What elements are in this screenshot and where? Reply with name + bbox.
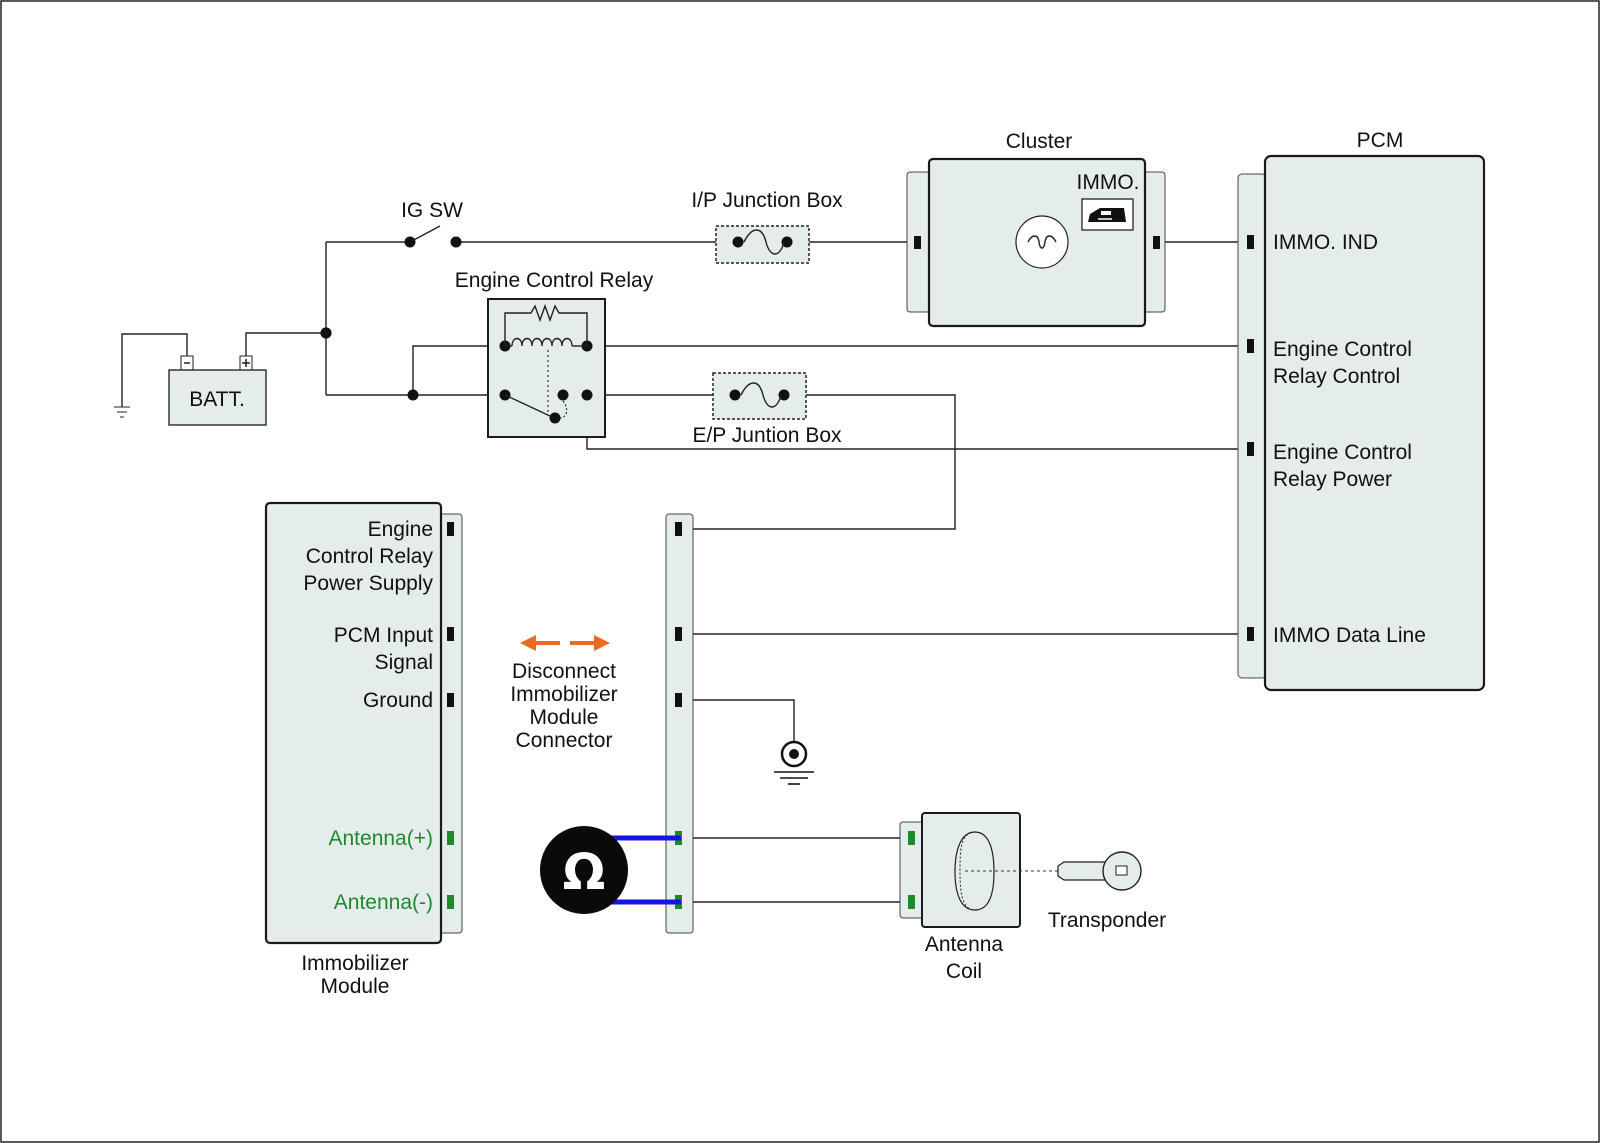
disconnect-note-line4: Connector bbox=[516, 729, 613, 752]
module-antenna-neg-label: Antenna(-) bbox=[334, 891, 433, 914]
pcm-ecr-control-label-1: Engine Control bbox=[1273, 338, 1412, 361]
ip-junction-box-label: I/P Junction Box bbox=[691, 189, 843, 212]
immobilizer-module: Engine Control Relay Power Supply PCM In… bbox=[264, 501, 463, 998]
immo-indicator-label: IMMO. bbox=[1077, 171, 1140, 194]
lamp-filament-icon bbox=[1027, 235, 1057, 249]
wire-ig-sw-blade bbox=[409, 225, 441, 243]
transponder-label: Transponder bbox=[1048, 909, 1166, 932]
module-pin-antenna-neg bbox=[447, 895, 454, 909]
pcm-immo-ind-label: IMMO. IND bbox=[1273, 231, 1378, 254]
battery-label: BATT. bbox=[189, 388, 245, 411]
module-ecr-supply-label-3: Power Supply bbox=[303, 572, 433, 595]
cluster-pin-out bbox=[1153, 236, 1160, 249]
wire-battery-ground bbox=[121, 333, 188, 407]
module-antenna-pos-label: Antenna(+) bbox=[329, 827, 434, 850]
pcm-label: PCM bbox=[1357, 129, 1404, 152]
antenna-coil: Antenna Coil bbox=[899, 812, 1058, 983]
pcm-ecr-power-label-2: Relay Power bbox=[1273, 468, 1392, 491]
module-ecr-supply-label-1: Engine bbox=[368, 518, 433, 541]
antenna-coil-label-1: Antenna bbox=[925, 933, 1004, 956]
ohmmeter-icon bbox=[540, 826, 628, 914]
module-pin-ecr-supply bbox=[447, 522, 454, 536]
ignition-switch: IG SW bbox=[320, 199, 463, 339]
disconnect-note-line3: Module bbox=[530, 706, 599, 729]
engine-control-relay: Engine Control Relay bbox=[320, 269, 654, 438]
ep-junction-box-label: E/P Juntion Box bbox=[692, 424, 842, 447]
pcm-pin-ecr-power bbox=[1247, 442, 1254, 456]
wire-battery-positive bbox=[245, 332, 326, 356]
module-name-line2: Module bbox=[321, 975, 390, 998]
module-ecr-supply-label-2: Control Relay bbox=[306, 545, 434, 568]
disconnect-arrows-icon bbox=[520, 635, 610, 651]
module-name-line1: Immobilizer bbox=[301, 952, 408, 975]
module-ground-label: Ground bbox=[363, 689, 433, 712]
cluster: Cluster IMMO. bbox=[906, 130, 1166, 328]
engine-control-relay-label: Engine Control Relay bbox=[455, 269, 654, 292]
battery: BATT. bbox=[168, 355, 267, 426]
relay-switch-icon bbox=[504, 394, 551, 417]
indicator-lamp-icon bbox=[1015, 215, 1069, 269]
harness-connector bbox=[665, 513, 694, 934]
module-pcm-input-label-2: Signal bbox=[375, 651, 433, 674]
coil-pin-pos bbox=[908, 831, 915, 845]
relay-coil-icon bbox=[511, 337, 573, 347]
module-pin-pcm-input bbox=[447, 627, 454, 641]
pcm-pin-ecr-control bbox=[1247, 339, 1254, 353]
disconnect-note-line2: Immobilizer bbox=[510, 683, 617, 706]
coil-pin-neg bbox=[908, 895, 915, 909]
disconnect-note: Disconnect Immobilizer Module Connector bbox=[510, 635, 618, 752]
module-pin-ground bbox=[447, 693, 454, 707]
cluster-label: Cluster bbox=[1006, 130, 1073, 153]
fuse-icon bbox=[740, 382, 782, 408]
coil-icon bbox=[954, 831, 995, 911]
pcm-pin-immo-data bbox=[1247, 627, 1254, 641]
wire-epjb-to-connector bbox=[681, 394, 956, 530]
fuse-icon bbox=[743, 229, 785, 255]
ig-sw-label: IG SW bbox=[401, 199, 463, 222]
wire-ground bbox=[681, 699, 795, 743]
ep-junction-box: E/P Juntion Box bbox=[692, 372, 842, 447]
ohm-symbol: Ω bbox=[563, 843, 606, 901]
pcm: PCM IMMO. IND Engine Control Relay Contr… bbox=[1237, 129, 1486, 692]
pcm-ecr-control-label-2: Relay Control bbox=[1273, 365, 1400, 388]
transponder-key-icon: Transponder bbox=[1048, 851, 1166, 932]
pcm-ecr-power-label-1: Engine Control bbox=[1273, 441, 1412, 464]
wire-relay-coil-feed bbox=[412, 345, 505, 395]
pcm-pin-immo-ind bbox=[1247, 235, 1254, 249]
battery-ground-icon bbox=[114, 406, 130, 418]
connector-pin-ground bbox=[675, 693, 682, 707]
ip-junction-box: I/P Junction Box bbox=[691, 189, 843, 264]
ohmmeter: Ω bbox=[540, 826, 681, 914]
disconnect-note-line1: Disconnect bbox=[512, 660, 616, 683]
wire-relay-power bbox=[586, 395, 1250, 450]
module-pcm-input-label-1: PCM Input bbox=[334, 624, 433, 647]
module-pin-antenna-pos bbox=[447, 831, 454, 845]
connector-pin-pcm-input bbox=[675, 627, 682, 641]
cluster-pin-in bbox=[914, 236, 921, 249]
ground-icon bbox=[774, 740, 814, 785]
relay-resistor-icon bbox=[504, 303, 588, 346]
connector-pin-ecr-supply bbox=[675, 522, 682, 536]
pcm-immo-data-label: IMMO Data Line bbox=[1273, 624, 1426, 647]
antenna-coil-label-2: Coil bbox=[946, 960, 982, 983]
